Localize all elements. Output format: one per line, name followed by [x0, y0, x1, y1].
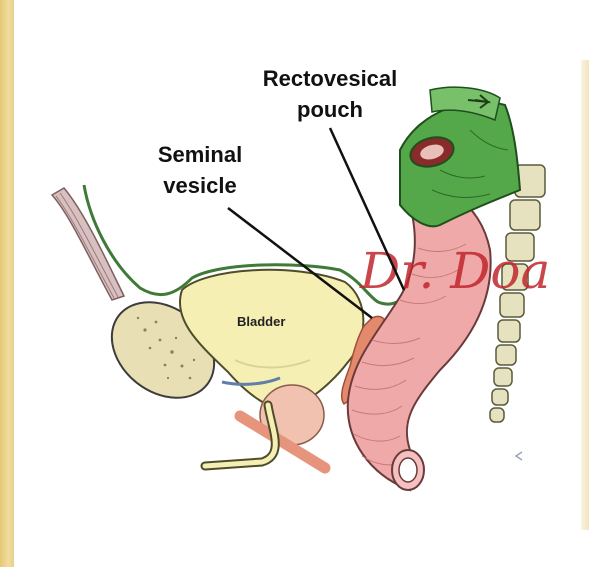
seminal-label-line2: vesicle — [163, 173, 236, 198]
small-arrow-icon — [514, 451, 523, 461]
bladder-label: Bladder — [237, 314, 285, 329]
rectovesical-pointer — [328, 127, 406, 291]
rectovesical-label-line1: Rectovesical — [263, 66, 398, 91]
abdominal-wall — [50, 187, 126, 301]
ductus-deferens — [234, 410, 331, 474]
watermark: Dr. Doa — [359, 242, 550, 300]
seminal-label-line1: Seminal — [158, 142, 242, 167]
rectovesical-label-line2: pouch — [297, 97, 363, 122]
bladder — [179, 268, 365, 412]
vessel — [221, 376, 281, 386]
peritoneum-line — [82, 184, 412, 306]
sacrum — [489, 164, 546, 423]
right-edge — [581, 60, 589, 530]
urethra — [200, 400, 280, 471]
seminal-pointer — [227, 207, 373, 319]
left-border — [0, 0, 14, 567]
rectum — [346, 186, 492, 492]
peritoneal-sleeve — [399, 86, 522, 228]
